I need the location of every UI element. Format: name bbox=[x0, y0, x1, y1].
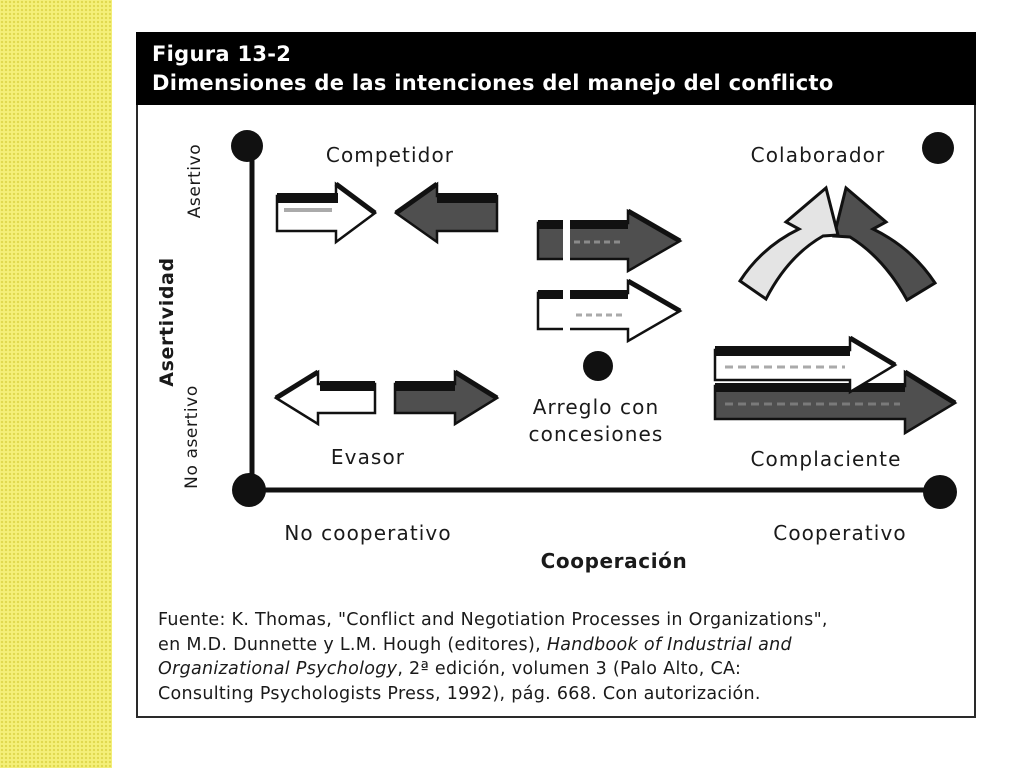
arrow-texture bbox=[284, 208, 332, 212]
x-axis-high-label: Cooperativo bbox=[773, 521, 907, 545]
accommodator-label: Complaciente bbox=[750, 447, 901, 471]
arrow-shade bbox=[320, 381, 375, 391]
avoider-label: Evasor bbox=[331, 445, 405, 469]
source-line-3: Organizational Psychology, 2ª edición, v… bbox=[158, 657, 828, 682]
figure-box: Figura 13-2 Dimensiones de las intencion… bbox=[136, 32, 976, 718]
conflict-intentions-diagram: Asertivo Asertividad No asertivo bbox=[156, 130, 958, 573]
source-line-2: en M.D. Dunnette y L.M. Hough (editores)… bbox=[158, 633, 828, 658]
arrow-shade bbox=[334, 181, 377, 216]
arrow-body bbox=[393, 181, 499, 245]
arrow-shade bbox=[903, 369, 957, 406]
dot-top-left bbox=[231, 130, 263, 162]
avoider-arrow-right-dark bbox=[393, 369, 500, 427]
source-line-2-text: en M.D. Dunnette y L.M. Hough (editores)… bbox=[158, 634, 547, 655]
arrow-body bbox=[275, 181, 378, 245]
dot-top-right bbox=[922, 132, 954, 164]
arrow-shade bbox=[453, 369, 499, 401]
arrow-shade bbox=[437, 193, 497, 203]
arrow-shade bbox=[848, 335, 897, 368]
collaborator-arrow-right-dark bbox=[832, 185, 938, 303]
figure-header: Figura 13-2 Dimensiones de las intencion… bbox=[136, 32, 976, 105]
arrow-shade bbox=[626, 208, 682, 244]
slide-accent-strip bbox=[0, 0, 112, 768]
avoider-arrow-left-white bbox=[273, 369, 377, 427]
y-axis-high-label: Asertivo bbox=[185, 144, 205, 219]
dot-bottom-left bbox=[232, 473, 266, 507]
arrow-body bbox=[273, 369, 377, 427]
y-axis-low-label: No asertivo bbox=[182, 385, 202, 489]
source-line-1: Fuente: K. Thomas, "Conflict and Negotia… bbox=[158, 610, 828, 630]
compromise-label-line1: Arreglo con bbox=[533, 395, 660, 419]
source-book-title-part-1: Handbook of Industrial and bbox=[546, 634, 792, 655]
arrow-shade bbox=[626, 278, 682, 314]
competitor-arrow-left-dark bbox=[393, 181, 499, 245]
compromise-arrow-top-dark bbox=[536, 208, 683, 274]
arrow-break bbox=[563, 287, 570, 333]
competitor-label: Competidor bbox=[326, 143, 454, 167]
collaborator-label: Colaborador bbox=[751, 143, 886, 167]
arrow-body bbox=[832, 185, 938, 303]
y-axis-title: Asertividad bbox=[156, 257, 178, 386]
arrow-shade bbox=[394, 181, 439, 216]
arrow-shade bbox=[538, 220, 628, 229]
arrow-break bbox=[563, 218, 570, 262]
x-axis-low-label: No cooperativo bbox=[284, 521, 451, 545]
arrow-shade bbox=[538, 290, 628, 299]
source-book-title-part-2: Organizational Psychology bbox=[158, 659, 398, 679]
collaborator-arrow-left-light bbox=[737, 185, 840, 302]
arrow-shade bbox=[274, 369, 320, 401]
arrow-shade bbox=[395, 381, 455, 391]
dot-compromise bbox=[583, 351, 613, 381]
compromise-arrow-bottom-white bbox=[536, 278, 683, 344]
dot-bottom-right bbox=[923, 475, 957, 509]
source-line-3-text: , 2ª edición, volumen 3 (Palo Alto, CA: bbox=[397, 659, 742, 679]
source-line-4: Consulting Psychologists Press, 1992), p… bbox=[158, 683, 761, 704]
competitor-arrow-right-white bbox=[275, 181, 378, 245]
arrow-shade bbox=[715, 383, 905, 392]
arrow-body bbox=[737, 185, 840, 302]
arrow-shade bbox=[715, 346, 850, 356]
x-axis-title: Cooperación bbox=[541, 549, 688, 573]
figure-title: Dimensiones de las intenciones del manej… bbox=[152, 71, 834, 95]
accommodator-arrow-bottom-dark bbox=[713, 369, 958, 436]
arrow-body bbox=[393, 369, 500, 427]
source-citation: Fuente: K. Thomas, "Conflict and Negotia… bbox=[158, 608, 828, 706]
accommodator-arrow-top-white bbox=[713, 335, 898, 395]
figure-number: Figura 13-2 bbox=[152, 42, 292, 66]
compromise-label-line2: concesiones bbox=[529, 422, 664, 446]
arrow-shade bbox=[277, 193, 338, 203]
